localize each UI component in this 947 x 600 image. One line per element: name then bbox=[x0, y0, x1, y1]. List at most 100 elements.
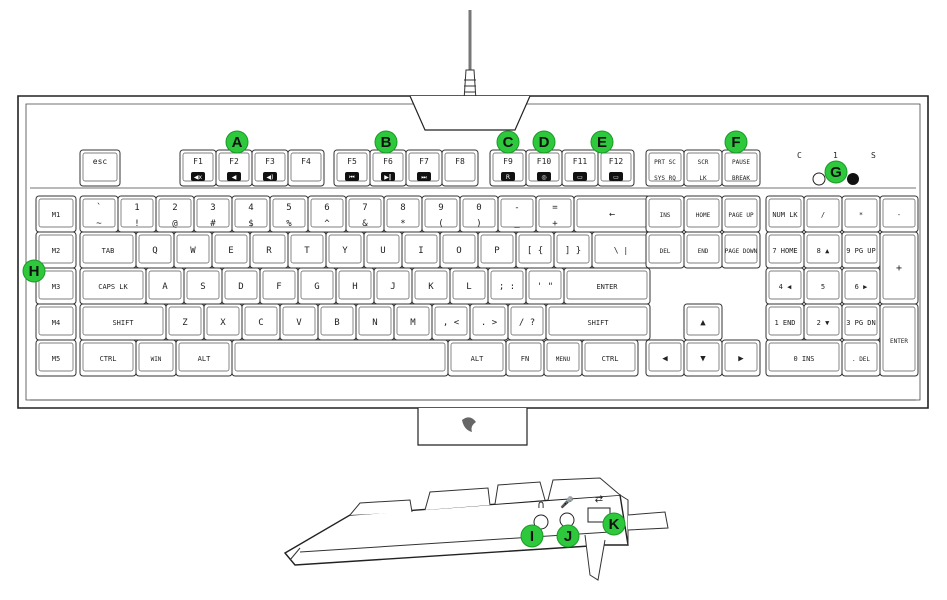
key-row1-10[interactable]: 0) bbox=[459, 195, 499, 233]
key-row2-6[interactable]: Y bbox=[325, 231, 365, 269]
key-f10[interactable]: F10◎ bbox=[525, 149, 563, 187]
key-m5[interactable]: M5 bbox=[35, 339, 77, 377]
key-nav-3[interactable]: DEL bbox=[645, 231, 685, 269]
key-np-plus[interactable]: + bbox=[879, 231, 919, 305]
key-row3-10[interactable]: ; : bbox=[487, 267, 527, 305]
key-f7[interactable]: F7⏭ bbox=[405, 149, 443, 187]
key-caps[interactable]: CAPS LK bbox=[79, 267, 147, 305]
key-f5[interactable]: F5⏮ bbox=[333, 149, 371, 187]
key-nav-2[interactable]: PAGE UP bbox=[721, 195, 761, 233]
key-rshift[interactable]: SHIFT bbox=[545, 303, 651, 341]
key-row3-9[interactable]: L bbox=[449, 267, 489, 305]
key-m3[interactable]: M3 bbox=[35, 267, 77, 305]
key-np-r4-0[interactable]: 1 END bbox=[765, 303, 805, 341]
key-row2-10[interactable]: P bbox=[477, 231, 517, 269]
key-row4-10[interactable]: / ? bbox=[507, 303, 547, 341]
key-enter[interactable]: ENTER bbox=[563, 267, 651, 305]
key-lshift[interactable]: SHIFT bbox=[79, 303, 167, 341]
key-f12[interactable]: F12▭ bbox=[597, 149, 635, 187]
key-rctrl[interactable]: CTRL bbox=[581, 339, 639, 377]
key-row2-11[interactable]: [ { bbox=[515, 231, 555, 269]
key-row1-8[interactable]: 8* bbox=[383, 195, 423, 233]
key-m2[interactable]: M2 bbox=[35, 231, 77, 269]
key-esc[interactable]: esc bbox=[79, 149, 121, 187]
key-backslash[interactable]: \ | bbox=[591, 231, 651, 269]
key-row2-8[interactable]: I bbox=[401, 231, 441, 269]
key-row4-6[interactable]: N bbox=[355, 303, 395, 341]
key-row3-5[interactable]: G bbox=[297, 267, 337, 305]
key-lctrl[interactable]: CTRL bbox=[79, 339, 137, 377]
key-row3-1[interactable]: A bbox=[145, 267, 185, 305]
key-row2-1[interactable]: Q bbox=[135, 231, 175, 269]
key-row4-9[interactable]: . > bbox=[469, 303, 509, 341]
key-np-r3-2[interactable]: 6 ▶ bbox=[841, 267, 881, 305]
key-np-r3-0[interactable]: 4 ◀ bbox=[765, 267, 805, 305]
key-nav-0[interactable]: INS bbox=[645, 195, 685, 233]
key-np-r3-1[interactable]: 5 bbox=[803, 267, 843, 305]
key-row1-12[interactable]: =+ bbox=[535, 195, 575, 233]
key-row1-9[interactable]: 9( bbox=[421, 195, 461, 233]
key-arrow-left[interactable]: ◀ bbox=[645, 339, 685, 377]
key-row4-8[interactable]: , < bbox=[431, 303, 471, 341]
key-menu[interactable]: MENU bbox=[543, 339, 583, 377]
key-row1-6[interactable]: 6^ bbox=[307, 195, 347, 233]
key-np-r4-2[interactable]: 3 PG DN bbox=[841, 303, 881, 341]
key-row3-11[interactable]: ' " bbox=[525, 267, 565, 305]
key-row1-7[interactable]: 7& bbox=[345, 195, 385, 233]
key-f11[interactable]: F11▭ bbox=[561, 149, 599, 187]
key-np-r2-2[interactable]: 9 PG UP bbox=[841, 231, 881, 269]
key-row3-8[interactable]: K bbox=[411, 267, 451, 305]
key-row3-3[interactable]: D bbox=[221, 267, 261, 305]
key-f4[interactable]: F4 bbox=[287, 149, 325, 187]
key-np-r1-2[interactable]: * bbox=[841, 195, 881, 233]
key-nav-1[interactable]: HOME bbox=[683, 195, 723, 233]
key-row1-5[interactable]: 5% bbox=[269, 195, 309, 233]
key-row1-3[interactable]: 3# bbox=[193, 195, 233, 233]
key-backspace[interactable]: ← bbox=[573, 195, 651, 233]
key-row2-4[interactable]: R bbox=[249, 231, 289, 269]
key-row3-2[interactable]: S bbox=[183, 267, 223, 305]
key-np-0[interactable]: 0 INS bbox=[765, 339, 843, 377]
key-row1-11[interactable]: -_ bbox=[497, 195, 537, 233]
key-arrow-down[interactable]: ▼ bbox=[683, 339, 723, 377]
key-fn[interactable]: FN bbox=[505, 339, 545, 377]
key-np-r1-0[interactable]: NUM LK bbox=[765, 195, 805, 233]
key-row4-3[interactable]: C bbox=[241, 303, 281, 341]
key-win[interactable]: WIN bbox=[135, 339, 177, 377]
key-lalt[interactable]: ALT bbox=[175, 339, 233, 377]
key-row2-5[interactable]: T bbox=[287, 231, 327, 269]
key-row1-2[interactable]: 2@ bbox=[155, 195, 195, 233]
key-np-r1-1[interactable]: / bbox=[803, 195, 843, 233]
key-f9[interactable]: F9R bbox=[489, 149, 527, 187]
key-nav-4[interactable]: END bbox=[683, 231, 723, 269]
key-row1-0[interactable]: `~ bbox=[79, 195, 119, 233]
key-m4[interactable]: M4 bbox=[35, 303, 77, 341]
key-row4-4[interactable]: V bbox=[279, 303, 319, 341]
key-np-r2-1[interactable]: 8 ▲ bbox=[803, 231, 843, 269]
key-row2-9[interactable]: O bbox=[439, 231, 479, 269]
key-np-r4-1[interactable]: 2 ▼ bbox=[803, 303, 843, 341]
key-np-del[interactable]: . DEL bbox=[841, 339, 881, 377]
key-row4-2[interactable]: X bbox=[203, 303, 243, 341]
key-m1[interactable]: M1 bbox=[35, 195, 77, 233]
key-np-enter[interactable]: ENTER bbox=[879, 303, 919, 377]
key-row3-7[interactable]: J bbox=[373, 267, 413, 305]
key-np-r2-0[interactable]: 7 HOME bbox=[765, 231, 805, 269]
key-f8[interactable]: F8 bbox=[441, 149, 479, 187]
key-arrow-up[interactable]: ▲ bbox=[683, 303, 723, 341]
key-space[interactable] bbox=[231, 339, 449, 377]
key-nav-5[interactable]: PAGE DOWN bbox=[721, 231, 761, 269]
key-row2-7[interactable]: U bbox=[363, 231, 403, 269]
key-f2[interactable]: F2◀ bbox=[215, 149, 253, 187]
key-row3-4[interactable]: F bbox=[259, 267, 299, 305]
key-f3[interactable]: F3◀) bbox=[251, 149, 289, 187]
key-row1-4[interactable]: 4$ bbox=[231, 195, 271, 233]
key-np-r1-3[interactable]: - bbox=[879, 195, 919, 233]
key-row2-12[interactable]: ] } bbox=[553, 231, 593, 269]
key-row4-1[interactable]: Z bbox=[165, 303, 205, 341]
key-row2-3[interactable]: E bbox=[211, 231, 251, 269]
key-row3-6[interactable]: H bbox=[335, 267, 375, 305]
key-arrow-right[interactable]: ▶ bbox=[721, 339, 761, 377]
